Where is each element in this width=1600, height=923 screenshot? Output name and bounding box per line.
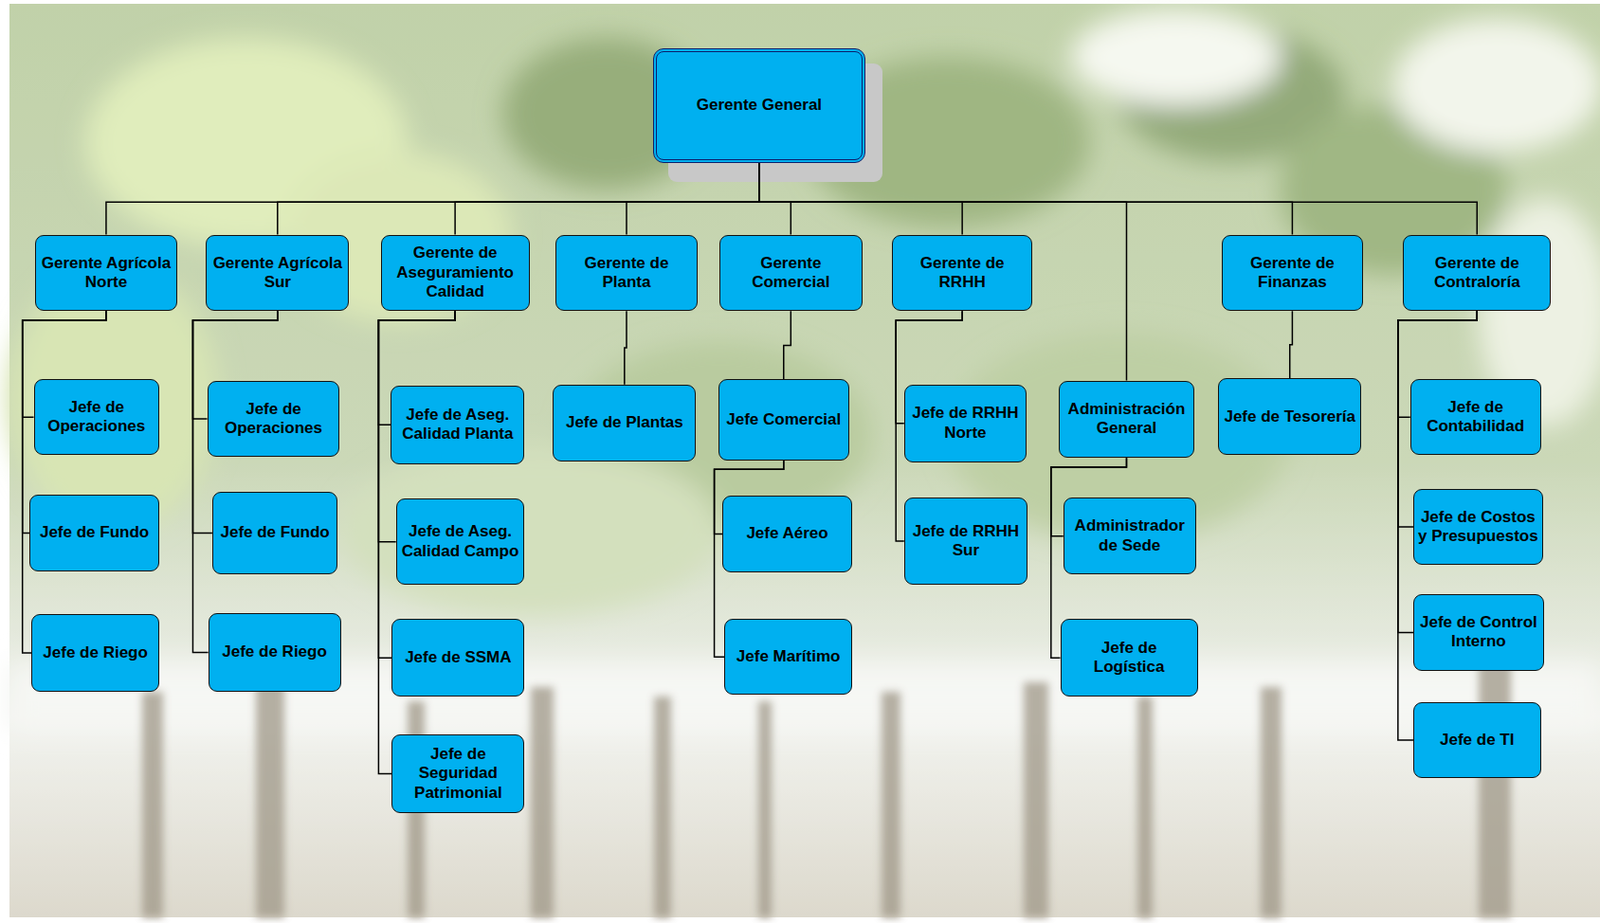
org-box: Jefe Marítimo [724, 618, 853, 695]
box-label: Gerente de RRHH [895, 254, 1030, 293]
org-box: Jefe de Fundo [212, 491, 338, 575]
connector-line [277, 163, 760, 235]
box-label: Administrador de Sede [1067, 516, 1193, 556]
connector-line [759, 163, 1477, 235]
org-box: Jefe de Costos y Presupuestos [1413, 489, 1544, 566]
org-box: Jefe de Control Interno [1413, 594, 1545, 673]
box-label: Jefe de Operaciones [37, 398, 156, 437]
box-label: Jefe Comercial [726, 410, 841, 430]
box-label: Gerente Comercial [723, 254, 859, 293]
box-label: Jefe de Seguridad Patrimonial [395, 745, 521, 803]
box-label: Gerente Agrícola Norte [38, 254, 175, 293]
connector-line [626, 163, 760, 235]
box-label: Jefe de RRHH Norte [908, 403, 1023, 443]
org-box: Jefe de TI [1413, 702, 1542, 780]
connector-line [783, 310, 792, 380]
org-box: Gerente de RRHH [891, 235, 1034, 312]
box-label: Jefe de Costos y Presupuestos [1417, 508, 1540, 547]
org-box: Jefe de Operaciones [34, 379, 160, 455]
box-label: Gerente de Planta [559, 254, 695, 293]
connector-line [454, 163, 760, 235]
connector-line [759, 163, 963, 235]
box-label: Jefe de Tesorería [1223, 407, 1356, 427]
connector-line [759, 163, 791, 235]
box-label: Jefe de Riego [42, 643, 148, 663]
box-label: Jefe de Contabilidad [1414, 398, 1538, 437]
org-box: Jefe de Riego [208, 613, 342, 692]
box-label: Jefe de Aseg. Calidad Planta [394, 405, 521, 445]
org-box: Jefe de Plantas [552, 384, 696, 462]
box-label: Gerente Agrícola Sur [209, 254, 346, 293]
top-box: Gerente General [653, 48, 866, 164]
org-box: Jefe de Seguridad Patrimonial [391, 734, 525, 814]
org-box: Gerente de Finanzas [1221, 235, 1364, 312]
box-label: Jefe de SSMA [404, 648, 511, 668]
org-box: Jefe de Tesorería [1218, 378, 1362, 455]
org-box: Jefe de Operaciones [207, 381, 341, 458]
org-box: Jefe de RRHH Norte [904, 384, 1027, 463]
box-label: Jefe de Plantas [565, 413, 684, 433]
org-box: Jefe de Riego [31, 614, 160, 692]
box-label: Jefe de RRHH Sur [908, 522, 1024, 562]
photo-ground [9, 3, 1600, 918]
org-box: Administrador de Sede [1063, 497, 1197, 575]
org-box: Gerente Agrícola Sur [205, 235, 349, 312]
box-label: Jefe Marítimo [736, 647, 841, 667]
box-label: Jefe de Riego [221, 642, 328, 662]
connector-line [192, 310, 277, 653]
connector-line [624, 310, 627, 385]
org-box: Jefe de Contabilidad [1410, 379, 1542, 455]
org-box: Jefe Aéreo [722, 495, 853, 573]
wash-overlay [9, 3, 1600, 918]
connector-line [106, 163, 760, 235]
box-label: Jefe de Fundo [219, 523, 329, 543]
org-box: Gerente Agrícola Norte [35, 235, 179, 312]
connector-line [22, 310, 107, 654]
org-box: Jefe de Aseg. Calidad Campo [396, 498, 526, 584]
connector-line [759, 163, 1292, 235]
connector-line [378, 310, 455, 658]
org-box: Gerente de Aseguramiento Calidad [381, 235, 530, 312]
box-label: Gerente de Contraloría [1406, 254, 1547, 293]
box-label: Administración General [1062, 400, 1190, 439]
box-label: Gerente de Aseguramiento Calidad [384, 243, 527, 302]
org-box: Jefe de Fundo [29, 494, 160, 572]
box-label: Jefe de Logística [1064, 638, 1195, 678]
org-box: Jefe de Logística [1060, 618, 1199, 697]
org-box: Administración General [1058, 381, 1194, 459]
box-label: Jefe de Fundo [39, 523, 149, 543]
org-box: Jefe de RRHH Sur [904, 497, 1028, 585]
org-box: Jefe Comercial [718, 379, 850, 460]
box-label: Gerente General [696, 95, 822, 115]
org-box: Jefe de Aseg. Calidad Planta [390, 385, 525, 465]
org-box: Jefe de SSMA [391, 618, 525, 697]
box-label: Jefe de Control Interno [1417, 613, 1541, 653]
org-box: Gerente de Contraloría [1402, 235, 1551, 312]
box-label: Gerente de Finanzas [1225, 254, 1361, 293]
connector-line [1398, 310, 1477, 633]
org-box: Gerente Comercial [719, 235, 863, 312]
connector-line [1290, 310, 1293, 379]
box-label: Jefe de Aseg. Calidad Campo [400, 522, 522, 562]
box-label: Jefe Aéreo [745, 524, 828, 544]
box-label: Jefe de TI [1439, 730, 1514, 750]
box-label: Jefe de Operaciones [211, 400, 337, 439]
org-box: Gerente de Planta [555, 235, 699, 312]
